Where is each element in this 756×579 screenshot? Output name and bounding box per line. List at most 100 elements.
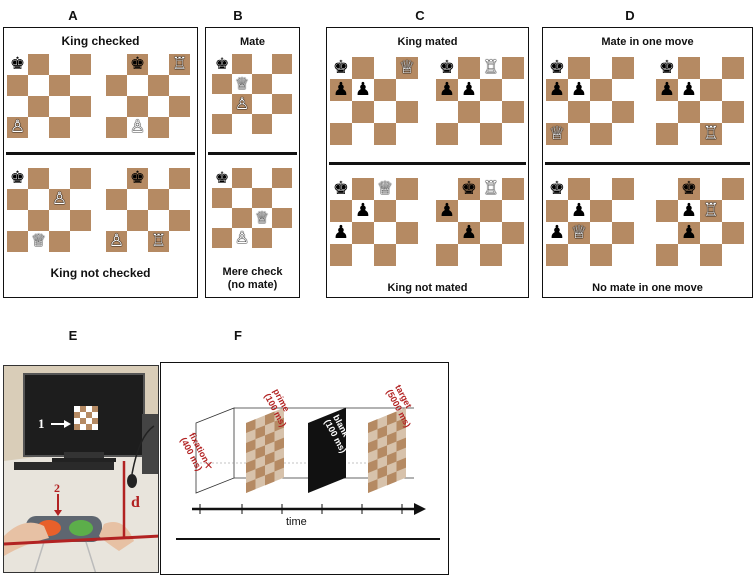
black-pawn-icon: ♟	[332, 222, 350, 243]
board-square: ♟	[678, 222, 700, 244]
board-square	[352, 222, 374, 244]
board-square	[49, 75, 70, 96]
board-square	[396, 244, 418, 266]
board-square	[127, 210, 148, 231]
board-square	[252, 188, 272, 208]
setup-photo: 1 2 d	[3, 365, 159, 573]
board-square	[374, 101, 396, 123]
white-rook-icon: ♖	[150, 231, 167, 251]
chessboard-b-mere-check: ♚ ♕♙	[212, 168, 292, 248]
board-square	[546, 200, 568, 222]
board-square	[127, 96, 148, 117]
board-square	[722, 178, 744, 200]
board-square	[86, 406, 92, 412]
chessboard-a-checked-1: ♚♙	[7, 54, 91, 138]
board-square: ♟	[436, 200, 458, 222]
board-square	[436, 101, 458, 123]
board-square	[352, 123, 374, 145]
board-square	[252, 54, 272, 74]
board-square	[722, 200, 744, 222]
board-square	[722, 123, 744, 145]
board-square	[49, 54, 70, 75]
board-square	[396, 101, 418, 123]
board-square: ♙	[232, 228, 252, 248]
board-square	[92, 406, 98, 412]
board-square: ♟	[330, 79, 352, 101]
chessboard-a-not-checked-1: ♚♙♕	[7, 168, 91, 252]
chessboard-d-no-mate-2: ♚♟♖♟	[656, 178, 744, 266]
board-square	[678, 101, 700, 123]
board-square	[7, 96, 28, 117]
board-square	[127, 189, 148, 210]
white-queen-icon: ♕	[254, 208, 270, 227]
board-square	[106, 210, 127, 231]
board-square	[502, 123, 524, 145]
board-square	[502, 244, 524, 266]
black-pawn-icon: ♟	[548, 222, 566, 243]
board-square	[722, 79, 744, 101]
board-square	[92, 418, 98, 424]
white-queen-icon: ♕	[30, 231, 47, 251]
board-square	[678, 57, 700, 79]
black-king-icon: ♚	[332, 57, 350, 78]
chessboard-d-mate-in-one-1: ♚♟♟♕	[546, 57, 634, 145]
board-square	[700, 178, 722, 200]
black-king-icon: ♚	[332, 178, 350, 199]
board-square	[49, 96, 70, 117]
board-square: ♙	[106, 231, 127, 252]
board-square	[70, 189, 91, 210]
board-square	[252, 228, 272, 248]
board-square	[106, 189, 127, 210]
board-square	[590, 79, 612, 101]
panel-label-f: F	[234, 328, 242, 343]
board-square	[612, 101, 634, 123]
board-square	[28, 210, 49, 231]
board-square: ♖	[480, 178, 502, 200]
board-square	[148, 54, 169, 75]
board-square	[232, 54, 252, 74]
board-square: ♟	[678, 200, 700, 222]
black-pawn-icon: ♟	[438, 79, 456, 100]
board-square	[612, 178, 634, 200]
white-pawn-icon: ♙	[234, 228, 250, 247]
black-pawn-icon: ♟	[658, 79, 676, 100]
board-square	[678, 123, 700, 145]
board-square	[678, 244, 700, 266]
board-square	[148, 117, 169, 138]
board-square	[106, 117, 127, 138]
board-square	[272, 54, 292, 74]
white-queen-icon: ♕	[570, 222, 588, 243]
board-square	[480, 200, 502, 222]
black-pawn-icon: ♟	[438, 200, 456, 221]
board-square	[169, 75, 190, 96]
white-pawn-icon: ♙	[234, 94, 250, 113]
board-square	[127, 231, 148, 252]
panel-d-divider	[545, 162, 750, 165]
board-square	[396, 178, 418, 200]
board-square: ♖	[700, 123, 722, 145]
board-square	[722, 101, 744, 123]
board-square: ♚	[546, 178, 568, 200]
board-square: ♚	[458, 178, 480, 200]
board-square: ♟	[568, 79, 590, 101]
panel-d-top-caption: Mate in one move	[601, 36, 694, 48]
board-square	[656, 123, 678, 145]
chessboard-c-mated-1: ♚♕♟♟	[330, 57, 418, 145]
board-square	[502, 200, 524, 222]
board-square	[568, 57, 590, 79]
board-square	[374, 200, 396, 222]
board-square	[80, 406, 86, 412]
black-pawn-icon: ♟	[548, 79, 566, 100]
board-square: ♟	[352, 79, 374, 101]
board-square: ♚	[212, 168, 232, 188]
panel-label-c: C	[415, 8, 425, 23]
board-square: ♟	[546, 222, 568, 244]
board-square	[70, 231, 91, 252]
board-square: ♖	[700, 200, 722, 222]
board-square: ♖	[169, 54, 190, 75]
board-square	[86, 424, 92, 430]
board-square	[272, 114, 292, 134]
board-square	[106, 75, 127, 96]
board-square	[396, 123, 418, 145]
chessboard-b-mate: ♚♕♙	[212, 54, 292, 134]
